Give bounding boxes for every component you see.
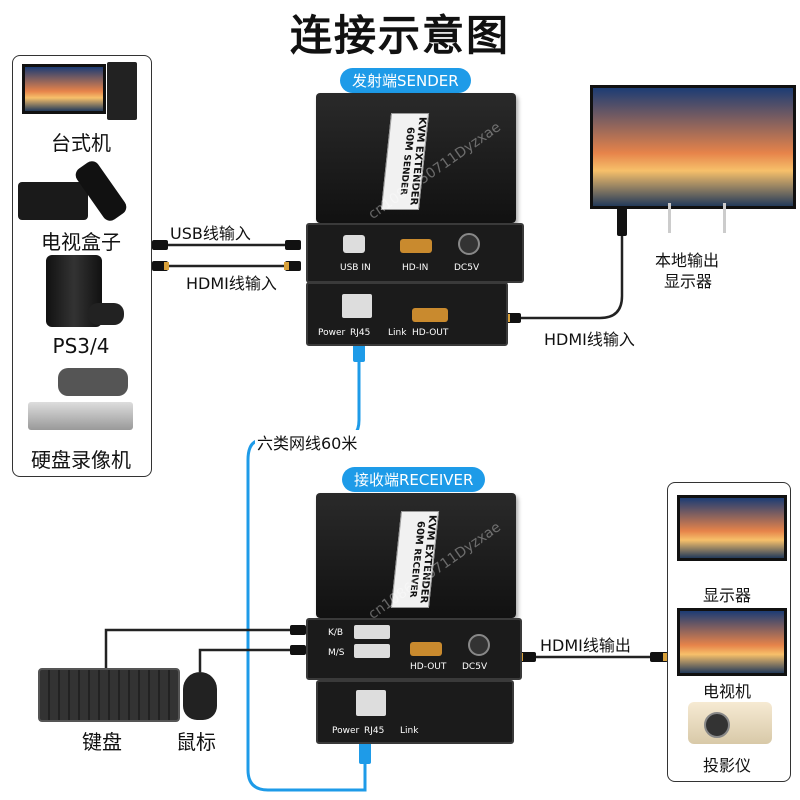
port-label-dc5v: DC5V bbox=[462, 662, 488, 672]
desktop-computer-image bbox=[22, 62, 142, 122]
projector-lens-icon bbox=[704, 712, 730, 738]
peripheral-label-mouse: 鼠标 bbox=[176, 730, 216, 754]
port-label-link: Link bbox=[388, 328, 407, 338]
local-monitor-stand bbox=[668, 203, 726, 233]
sender-rear-panel: Power RJ45 Link HD-OUT bbox=[306, 282, 508, 346]
port-label-power: Power bbox=[332, 726, 360, 736]
dvr-image bbox=[28, 362, 138, 437]
usb-plug-right bbox=[285, 240, 301, 250]
hdmi-plug-right bbox=[285, 261, 301, 271]
port-label-dc5v: DC5V bbox=[454, 263, 480, 273]
output-projector-image bbox=[688, 702, 772, 744]
cable-label-hdmi-in: HDMI线输入 bbox=[186, 274, 277, 293]
output-label-monitor: 显示器 bbox=[703, 586, 752, 605]
usb-label-ms: M/S bbox=[328, 648, 345, 658]
local-monitor bbox=[590, 85, 796, 209]
gamepad-icon bbox=[88, 303, 124, 325]
cable-label-hdmi-out: HDMI线输出 bbox=[540, 636, 631, 655]
keyboard-cable bbox=[104, 628, 300, 668]
usb-plug-left bbox=[152, 240, 168, 250]
sender-badge: 发射端SENDER bbox=[340, 68, 471, 93]
cable-label-network: 六类网线60米 bbox=[255, 430, 360, 454]
plug-tip bbox=[284, 262, 289, 270]
ps3-image bbox=[46, 255, 126, 330]
port-label-hd-out: HD-OUT bbox=[410, 662, 447, 672]
rj45-plug-bottom bbox=[359, 742, 371, 764]
port-label-usb-in: USB IN bbox=[340, 263, 371, 273]
usb-b-port bbox=[343, 235, 365, 253]
dvr-box-icon bbox=[28, 402, 133, 430]
port-label-link: Link bbox=[400, 726, 419, 736]
receiver-rear-panel: Power RJ45 Link bbox=[316, 680, 514, 744]
peripheral-label-keyboard: 键盘 bbox=[82, 730, 122, 754]
dc5v-port bbox=[458, 233, 480, 255]
usb-label-kb: K/B bbox=[328, 628, 344, 638]
hdmi-out-plug-right bbox=[650, 652, 668, 662]
desktop-monitor-icon bbox=[22, 64, 106, 114]
port-label-rj45: RJ45 bbox=[350, 328, 371, 338]
source-label-dvr: 硬盘录像机 bbox=[31, 448, 131, 472]
receiver-unit: KVM EXTENDER 60M RECEIVER cn1086650711Dy… bbox=[316, 493, 516, 623]
keyboard-image bbox=[38, 668, 180, 722]
hdmi-local-plug-top bbox=[617, 206, 627, 236]
port-label-rj45: RJ45 bbox=[364, 726, 385, 736]
hdmi-in-port bbox=[400, 239, 432, 253]
receiver-front-panel: K/B M/S HD-OUT DC5V bbox=[306, 618, 522, 680]
port-label-hd-in: HD-IN bbox=[402, 263, 429, 273]
hdmi-plug-left bbox=[152, 261, 168, 271]
source-label-desktop: 台式机 bbox=[51, 131, 111, 155]
cable-label-hdmi-local: HDMI线输入 bbox=[544, 330, 635, 349]
output-label-tv: 电视机 bbox=[703, 682, 752, 701]
mouse-image bbox=[183, 672, 217, 720]
dc5v-port bbox=[468, 634, 490, 656]
local-display-label-2: 显示器 bbox=[664, 272, 713, 291]
plug-tip bbox=[164, 262, 169, 270]
usb-a-port-kb bbox=[354, 625, 390, 639]
tv-box-icon bbox=[18, 182, 88, 220]
mouse-cable bbox=[198, 648, 300, 672]
port-label-hd-out: HD-OUT bbox=[412, 328, 449, 338]
tv-box-image bbox=[18, 158, 143, 225]
kb-plug bbox=[290, 625, 306, 635]
rj45-port bbox=[342, 294, 372, 318]
source-label-tv-box: 电视盒子 bbox=[41, 230, 121, 254]
source-label-ps3: PS3/4 bbox=[52, 334, 110, 358]
cable-label-usb-in: USB线输入 bbox=[170, 224, 251, 243]
page-title: 连接示意图 bbox=[289, 11, 510, 60]
rj45-port bbox=[356, 690, 386, 716]
hdmi-out-port bbox=[410, 642, 442, 656]
ms-plug bbox=[290, 645, 306, 655]
receiver-badge: 接收端RECEIVER bbox=[342, 467, 486, 492]
hdmi-out-port bbox=[412, 308, 448, 322]
desktop-tower-icon bbox=[107, 62, 137, 120]
camera-icon bbox=[58, 368, 128, 396]
output-monitor-image bbox=[677, 495, 787, 561]
usb-a-port-ms bbox=[354, 644, 390, 658]
output-tv-image bbox=[677, 608, 787, 676]
output-label-projector: 投影仪 bbox=[703, 756, 752, 775]
sender-front-panel: USB IN HD-IN DC5V bbox=[306, 223, 524, 283]
sender-unit: KVM EXTENDER 60M SENDER cn1086650711Dyzx… bbox=[316, 93, 516, 223]
port-label-power: Power bbox=[318, 328, 346, 338]
local-display-label-1: 本地输出 bbox=[655, 251, 720, 270]
